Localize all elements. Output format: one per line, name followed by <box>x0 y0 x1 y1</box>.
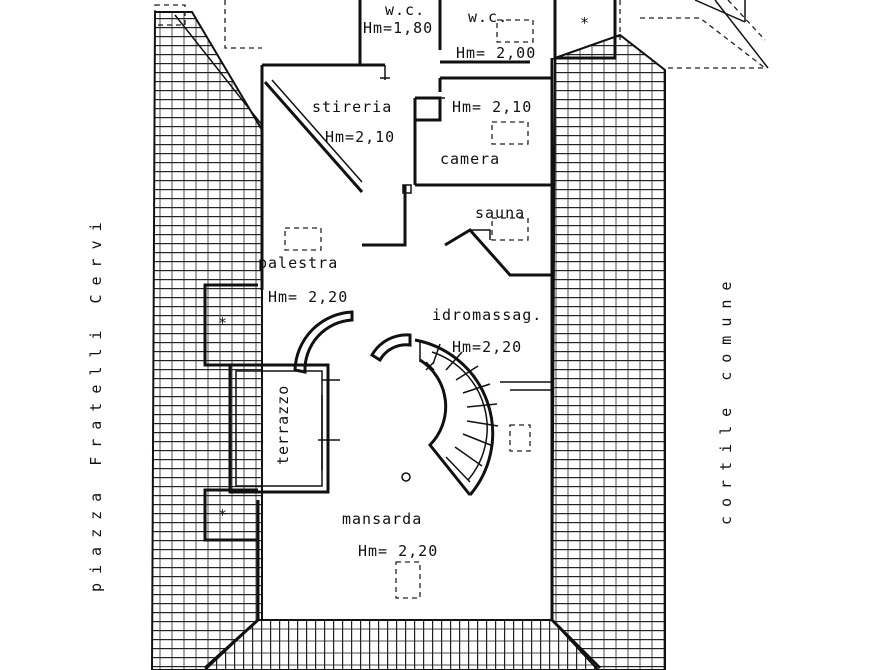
stireria-diagonal <box>263 81 364 193</box>
terrace: terrazzo <box>228 363 340 494</box>
skylights <box>154 4 534 599</box>
palestra-height: Hm= 2,20 <box>268 288 348 306</box>
idromassaggio-name: idromassag. <box>432 306 542 324</box>
roof-ridge-bottom-right <box>550 618 602 670</box>
wc-small-name: w.c. <box>385 1 425 19</box>
roof-slope-bottom <box>203 619 600 670</box>
spiral-staircase <box>293 310 499 496</box>
mansarda-name: mansarda <box>342 510 422 528</box>
roof-ridge-left <box>174 14 263 126</box>
terrace-outline <box>228 363 330 494</box>
terrace-label: terrazzo <box>274 385 292 465</box>
room-labels: w.c. Hm=1,80 w.c. Hm= 2,00 stireria Hm=2… <box>258 1 542 560</box>
roof-slope-right <box>550 33 666 670</box>
stireria-name: stireria <box>312 98 392 116</box>
wc-name: w.c. <box>468 8 508 26</box>
wc-height: Hm= 2,00 <box>456 44 536 62</box>
sauna-wall <box>362 185 407 247</box>
street-left-label: piazza Fratelli Cervi <box>87 213 105 592</box>
street-right-label: cortile comune <box>717 273 735 525</box>
wc-small-height: Hm=1,80 <box>363 19 433 37</box>
walls <box>256 0 554 620</box>
sauna-name: sauna <box>475 204 525 222</box>
roof-ridge-bottom-left <box>203 618 260 670</box>
top-outlines <box>224 0 769 69</box>
camera-height: Hm= 2,10 <box>452 98 532 116</box>
stireria-height: Hm=2,10 <box>325 128 395 146</box>
asterisk-left-lower: * <box>218 506 228 524</box>
roof-slopes <box>150 11 666 670</box>
asterisk-top-right: * <box>580 14 590 32</box>
palestra-name: palestra <box>258 254 338 272</box>
roof-slope-left <box>150 11 263 670</box>
idromassaggio-height: Hm=2,20 <box>452 338 522 356</box>
camera-name: camera <box>440 150 500 168</box>
mansarda-height: Hm= 2,20 <box>358 542 438 560</box>
asterisk-left-upper: * <box>218 314 228 332</box>
wc-small-walls <box>358 0 385 67</box>
street-labels: piazza Fratelli Cervi cortile comune <box>87 213 735 592</box>
camera-wall <box>413 96 442 122</box>
